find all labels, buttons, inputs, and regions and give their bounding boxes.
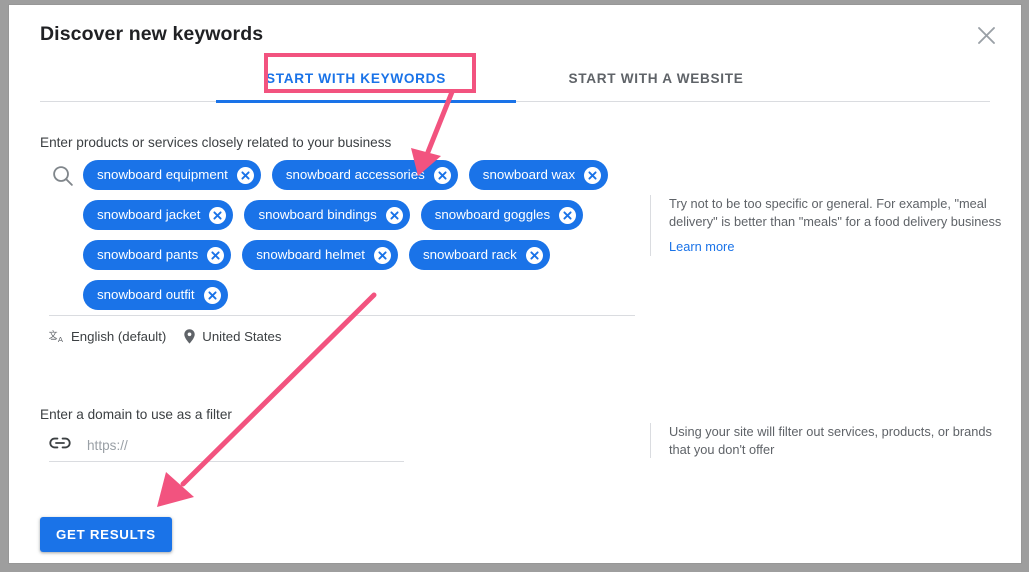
keyword-chip-label: snowboard pants — [97, 246, 199, 262]
keyword-chip[interactable]: snowboard pants — [83, 240, 232, 270]
keyword-chip[interactable]: snowboard wax — [468, 160, 609, 190]
keyword-chip-label: snowboard outfit — [97, 286, 195, 302]
remove-circle-icon[interactable] — [207, 246, 225, 264]
keyword-chip-label: snowboard accessories — [285, 166, 425, 182]
remove-circle-icon[interactable] — [236, 166, 254, 184]
close-button[interactable] — [969, 18, 1003, 52]
link-icon — [49, 435, 75, 455]
svg-text:文: 文 — [49, 328, 58, 339]
keywords-input-divider — [49, 315, 635, 316]
chip-row: snowboard pants snowboard helmet — [83, 240, 643, 270]
chip-row: snowboard outfit — [83, 280, 643, 310]
keyword-chip-label: snowboard goggles — [434, 206, 551, 222]
tab-start-with-website[interactable]: START WITH A WEBSITE — [568, 71, 744, 86]
domain-help-block: Using your site will filter out services… — [650, 423, 1005, 458]
keyword-chip-label: snowboard rack — [422, 246, 517, 262]
keyword-chip-label: snowboard bindings — [258, 206, 377, 222]
domain-field — [49, 429, 404, 461]
svg-text:A: A — [58, 335, 64, 344]
language-value[interactable]: English (default) — [71, 328, 167, 344]
search-icon — [50, 163, 76, 189]
remove-circle-icon[interactable] — [203, 286, 221, 304]
remove-circle-icon[interactable] — [525, 246, 543, 264]
get-results-button[interactable]: GET RESULTS — [40, 517, 172, 552]
keyword-chip[interactable]: snowboard bindings — [244, 200, 410, 230]
remove-circle-icon[interactable] — [385, 206, 403, 224]
keyword-chip-label: snowboard wax — [482, 166, 576, 182]
keyword-chip[interactable]: snowboard helmet — [242, 240, 398, 270]
keyword-chip[interactable]: snowboard accessories — [271, 160, 458, 190]
remove-circle-icon[interactable] — [584, 166, 602, 184]
tab-active-indicator — [216, 100, 516, 103]
keywords-help-text: Try not to be too specific or general. F… — [669, 196, 1002, 229]
translate-icon: 文 A — [49, 328, 66, 345]
keyword-chip[interactable]: snowboard outfit — [83, 280, 228, 310]
locale-row: 文 A English (default) United States — [49, 326, 281, 346]
remove-circle-icon[interactable] — [433, 166, 451, 184]
keyword-chip[interactable]: snowboard goggles — [420, 200, 584, 230]
learn-more-link[interactable]: Learn more — [669, 239, 735, 254]
keyword-chip[interactable]: snowboard equipment — [83, 160, 261, 190]
remove-circle-icon[interactable] — [209, 206, 227, 224]
domain-input[interactable] — [87, 437, 387, 453]
close-icon — [977, 26, 996, 45]
keyword-chip[interactable]: snowboard rack — [408, 240, 550, 270]
location-pin-icon — [182, 328, 197, 345]
discover-keywords-dialog: Discover new keywords START WITH KEYWORD… — [9, 5, 1021, 563]
remove-circle-icon[interactable] — [559, 206, 577, 224]
location-value[interactable]: United States — [202, 328, 282, 344]
page-title: Discover new keywords — [40, 23, 264, 45]
remove-circle-icon[interactable] — [373, 246, 391, 264]
keywords-section-label: Enter products or services closely relat… — [40, 135, 392, 150]
dialog-tabs: START WITH KEYWORDS START WITH A WEBSITE — [40, 55, 990, 103]
keyword-chips-area: snowboard equipment snowboard accessorie… — [83, 160, 643, 320]
keyword-chip-label: snowboard equipment — [97, 166, 228, 182]
domain-section-label: Enter a domain to use as a filter — [40, 407, 232, 422]
chip-row: snowboard jacket snowboard bindings — [83, 200, 643, 230]
domain-input-underline — [49, 461, 404, 462]
keyword-chip[interactable]: snowboard jacket — [83, 200, 234, 230]
chip-row: snowboard equipment snowboard accessorie… — [83, 160, 643, 190]
keywords-help-block: Try not to be too specific or general. F… — [650, 195, 1005, 256]
tab-start-with-keywords[interactable]: START WITH KEYWORDS — [266, 71, 446, 86]
domain-help-text: Using your site will filter out services… — [669, 424, 992, 457]
keyword-chip-label: snowboard jacket — [97, 206, 201, 222]
keyword-chip-label: snowboard helmet — [256, 246, 365, 262]
